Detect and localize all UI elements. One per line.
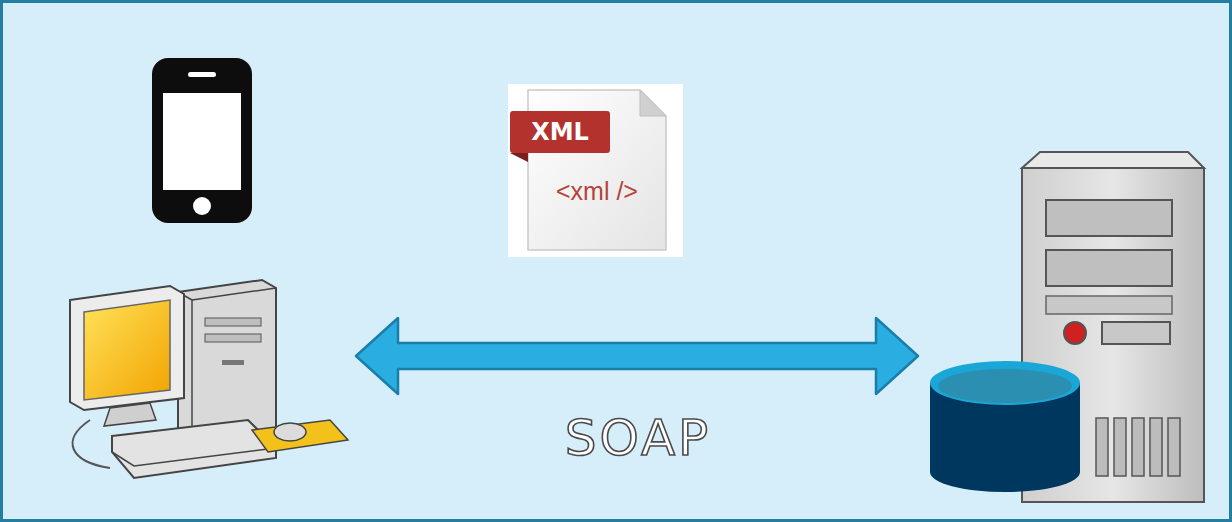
file-type-tag: XML bbox=[531, 120, 589, 144]
desktop-computer-icon bbox=[70, 280, 348, 478]
xml-tag-text: <xml /> bbox=[556, 179, 638, 204]
xml-file-icon bbox=[508, 84, 683, 257]
double-arrow bbox=[356, 318, 918, 394]
protocol-label: SOAP bbox=[565, 413, 712, 463]
database-cylinder bbox=[930, 361, 1080, 492]
phone-icon bbox=[152, 58, 252, 223]
